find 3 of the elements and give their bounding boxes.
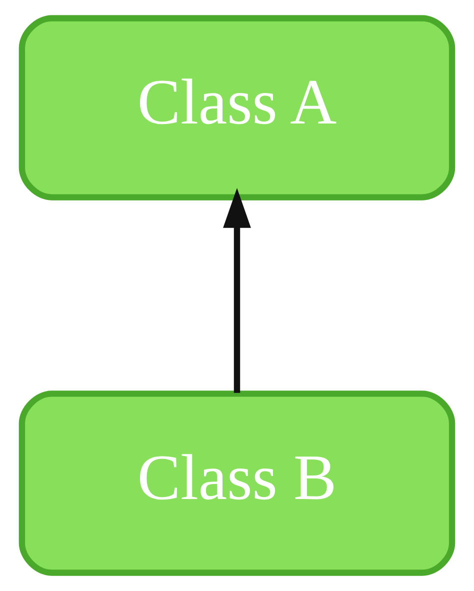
node-box: Class A — [18, 15, 456, 200]
arrow — [223, 188, 251, 393]
node-box: Class B — [18, 390, 456, 576]
